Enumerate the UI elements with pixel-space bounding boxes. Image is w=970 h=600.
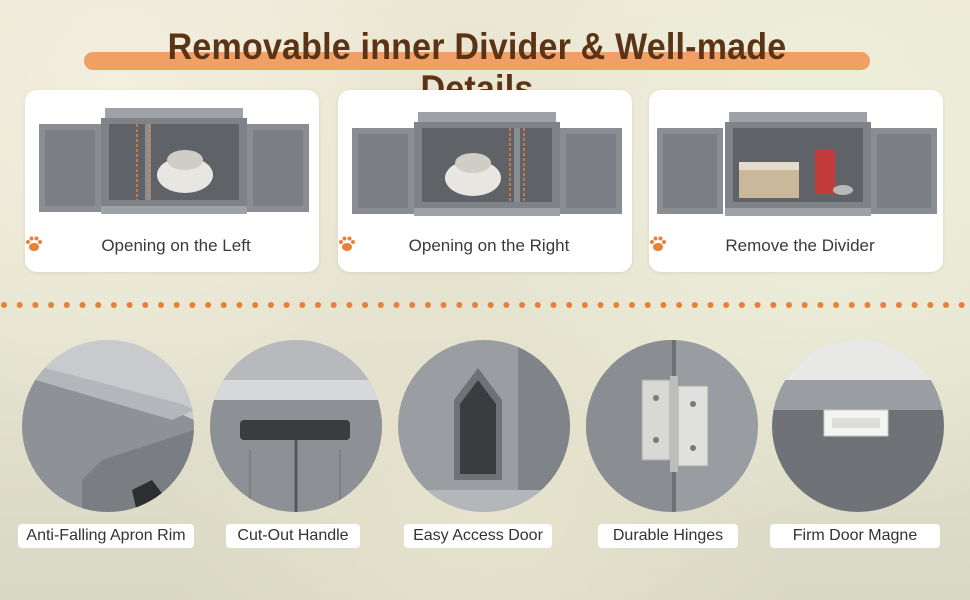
divider-dot [786,302,792,308]
hinges-photo [586,340,758,512]
divider-dot [817,302,824,308]
divider-dot [142,302,149,308]
divider-dot [927,302,934,308]
divider-dot [895,302,902,308]
divider-dot [550,302,557,308]
cutout-handle-photo [210,340,382,512]
divider-dot [299,302,306,308]
divider-dot [472,302,478,308]
divider-dot [943,302,949,308]
apron-rim-photo [22,340,194,512]
divider-dot [503,302,510,308]
divider-dot [236,302,243,308]
divider-dot [738,302,745,308]
card-opening-left: Opening on the Left [25,90,319,272]
divider-dot [864,302,871,308]
access-door-photo [398,340,570,512]
divider-dot [283,302,290,308]
divider-dot [487,302,494,308]
divider-dot [377,302,384,308]
detail-label: Cut-Out Handle [226,524,360,548]
cabinet-left-illustration [39,108,309,214]
divider-dot [32,302,39,308]
divider-dot [644,302,651,308]
divider-dot [613,302,620,308]
divider-dot [880,302,887,308]
divider-dot [1,302,7,308]
divider-dot [660,302,667,308]
divider-dot [848,302,855,308]
divider-dot [158,302,164,308]
divider-dot [581,302,588,308]
detail-access-door [392,340,572,520]
detail-label: Easy Access Door [404,524,552,548]
detail-label: Anti-Falling Apron Rim [18,524,194,548]
divider-dot [409,302,416,308]
card-label-text: Opening on the Right [408,236,570,255]
divider-dot [566,302,573,308]
divider-dot [189,302,196,308]
divider-dot [362,302,369,308]
card-label: Opening on the Right [338,236,632,256]
card-label: Opening on the Left [25,236,319,256]
card-opening-right: Opening on the Right [338,90,632,272]
door-magnet-photo [772,340,944,512]
divider-dot [424,302,431,308]
cabinet-nodivider-illustration [657,112,937,216]
card-label: Remove the Divider [649,236,943,256]
divider-dot [707,302,714,308]
divider-dot [534,302,541,308]
divider-dot [95,302,102,308]
divider-dot [126,302,133,308]
divider-dot [691,302,698,308]
divider-dot [911,302,918,308]
divider-dot [79,302,86,308]
title-banner: Removable inner Divider & Well-made Deta… [84,20,870,109]
divider-dot [110,302,117,308]
divider-dot [597,302,604,308]
divider-dot [315,302,321,308]
card-remove-divider: Remove the Divider [649,90,943,272]
divider-dot [801,302,808,308]
divider-dot [440,302,447,308]
detail-label: Firm Door Magne [770,524,940,548]
dotted-divider [1,302,965,308]
divider-dot [519,302,526,308]
divider-dot [267,302,274,308]
divider-dot [754,302,761,308]
divider-dot [629,302,635,308]
divider-dot [456,302,463,308]
divider-dot [393,302,400,308]
card-label-text: Remove the Divider [725,236,875,255]
divider-dot [330,302,337,308]
divider-dot [48,302,55,308]
divider-dot [173,302,180,308]
detail-cutout-handle [204,340,384,520]
detail-door-magnet [766,340,946,520]
card-label-text: Opening on the Left [101,236,251,255]
divider-dot [346,302,353,308]
divider-dot [220,302,227,308]
divider-dot [833,302,840,308]
divider-dot [958,302,965,308]
detail-apron-rim [16,340,196,520]
cabinet-right-illustration [352,112,622,216]
divider-dot [723,302,730,308]
divider-dot [676,302,683,308]
detail-hinges [580,340,760,520]
detail-label: Durable Hinges [598,524,738,548]
divider-dot [63,302,70,308]
divider-dot [252,302,259,308]
divider-dot [205,302,212,308]
divider-dot [770,302,777,308]
divider-dot [16,302,23,308]
title-underline [84,52,870,70]
